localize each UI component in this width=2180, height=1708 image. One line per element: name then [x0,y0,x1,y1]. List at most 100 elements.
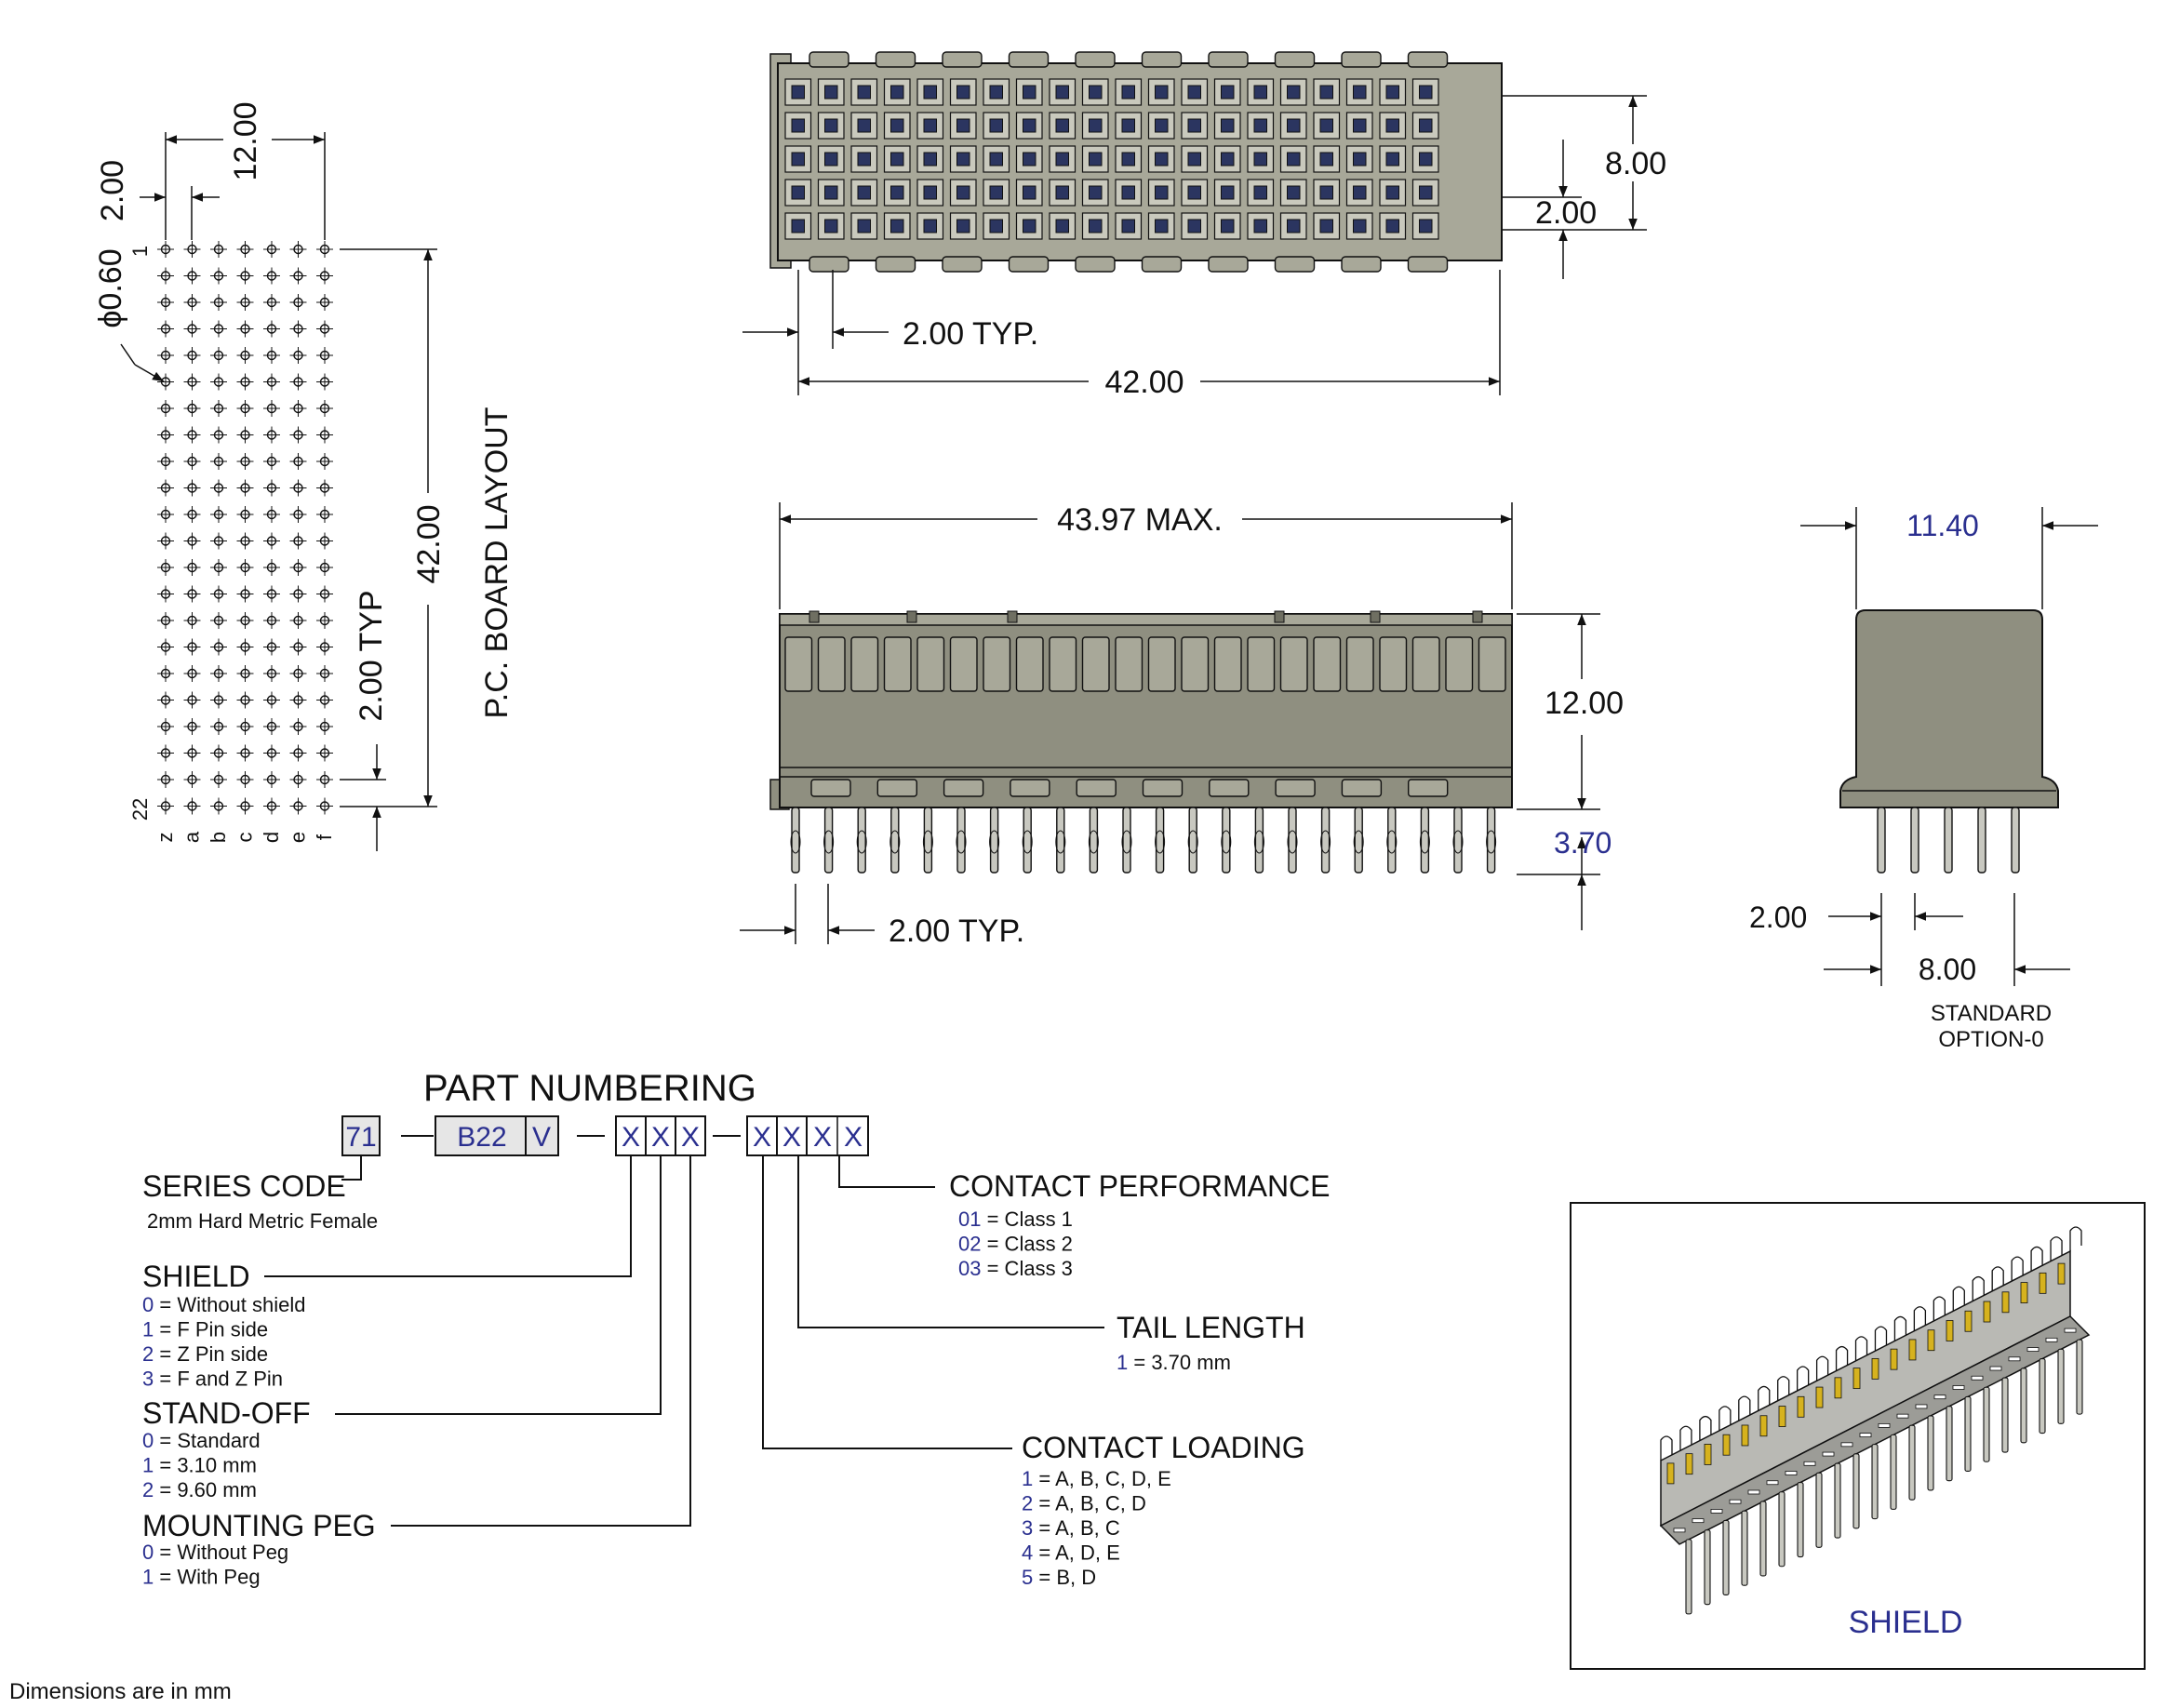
top-contact-hole [1319,85,1333,100]
top-contact-cell [850,78,878,106]
shield-slot [2026,1347,2040,1352]
performance-option-label: = Class 3 [981,1257,1072,1280]
top-contact-hole [1419,118,1433,133]
shield-tail-pin [2076,1339,2083,1415]
part-numbering-title: PART NUMBERING [423,1068,756,1109]
front-window [1147,636,1176,692]
top-contact-hole [1023,185,1037,200]
shield-option: 3 = F and Z Pin [142,1368,283,1391]
top-contact-hole [1287,118,1301,133]
top-tab [1141,51,1183,68]
shield-tail-pin [1834,1462,1841,1539]
shield-clip [1758,1385,1771,1411]
shield-contact [1908,1339,1917,1361]
top-contact-hole [1287,85,1301,100]
front-tail-pin [1320,807,1331,874]
front-tail-pin [791,807,800,874]
top-tab [1274,51,1316,68]
shield-contact [2001,1291,2010,1314]
top-contact-hole [956,118,970,133]
shield-slot [1822,1451,1835,1457]
shield-slot [1766,1480,1779,1486]
top-contact-hole [989,118,1003,133]
shield-slot [1971,1375,1984,1381]
shield-clip [1913,1306,1927,1331]
front-window [983,636,1011,692]
front-window [817,636,846,692]
standoff-option-code: 2 [142,1478,154,1501]
performance-option-code: 01 [958,1208,981,1231]
shield-clip [1854,1336,1868,1361]
performance-options: 01 = Class 102 = Class 203 = Class 3 [958,1208,1073,1280]
code-series-box: 71 [345,1122,376,1153]
top-tab [1008,256,1050,273]
shield-clip [1952,1286,1965,1312]
top-contact-hole [1419,219,1433,234]
top-contact-cell [983,212,1010,240]
shield-tail-pin [1704,1529,1711,1606]
shield-clip [1835,1345,1849,1371]
front-pin-eye [790,830,801,854]
standoff-option-label: = Standard [154,1429,260,1452]
front-tail-pin [1188,807,1197,874]
front-pin-eye [922,830,933,854]
front-window [916,636,945,692]
front-typ-dim: 2.00 TYP. [889,914,1024,949]
front-tail-pin [1056,807,1065,874]
front-pin-eye [1121,830,1132,854]
shield-contact [1927,1329,1935,1352]
front-window [1345,636,1374,692]
front-height-dim: 12.00 [1545,686,1624,721]
top-contact-cell [1015,112,1043,140]
front-window [850,636,879,692]
loading-option-code: 1 [1022,1467,1033,1490]
top-contact-hole [1319,219,1333,234]
front-clip [1076,779,1117,797]
front-pin-eye [1353,830,1364,854]
shield-contact [1722,1434,1731,1456]
front-clip [1142,779,1184,797]
shield-tail-pin [2001,1377,2009,1453]
shield-contact [1704,1444,1712,1465]
front-tail-pin [956,807,966,874]
top-contact-hole [989,185,1003,200]
top-contact-cell [1081,212,1109,240]
shield-slot [1859,1433,1872,1438]
front-tail-pin [1023,807,1032,874]
top-contact-hole [1385,118,1399,133]
top-tab [809,51,849,68]
top-contact-hole [1187,185,1201,200]
front-tail-pin [1288,807,1297,874]
shield-tail-pin [1778,1491,1785,1568]
top-contact-hole [923,219,937,234]
top-contact-hole [890,85,904,100]
pcb-column-label: b [207,832,230,843]
peg-option: 0 = Without Peg [142,1541,288,1564]
front-window [1279,636,1308,692]
front-pin-eye [1486,830,1497,854]
shield-slot [1933,1394,1946,1400]
top-contact-hole [1023,219,1037,234]
top-contact-hole [791,185,805,200]
shield-tail-pin [1852,1453,1860,1529]
top-contact-hole [1287,152,1301,167]
shield-clip [1874,1326,1888,1352]
shield-contact [2039,1272,2047,1294]
shield-contact [1964,1310,1973,1332]
side-label-line1: STANDARD [1931,1001,2052,1026]
front-top-notch [1370,610,1381,623]
front-window [1478,636,1506,692]
front-tail-pin [1122,807,1131,874]
shield-slot [1952,1385,1965,1390]
shield-iso-view: SHIELD [1570,1202,2146,1670]
front-tail-pin [1387,807,1397,874]
shield-option-label: = F and Z Pin [154,1368,283,1391]
top-contact-hole [1055,219,1069,234]
front-pin-eye [1452,830,1464,854]
shield-contact [1983,1301,1991,1323]
top-length-dim: 42.00 [1104,365,1184,400]
front-clip [810,779,851,797]
shield-slot [2008,1356,2021,1362]
